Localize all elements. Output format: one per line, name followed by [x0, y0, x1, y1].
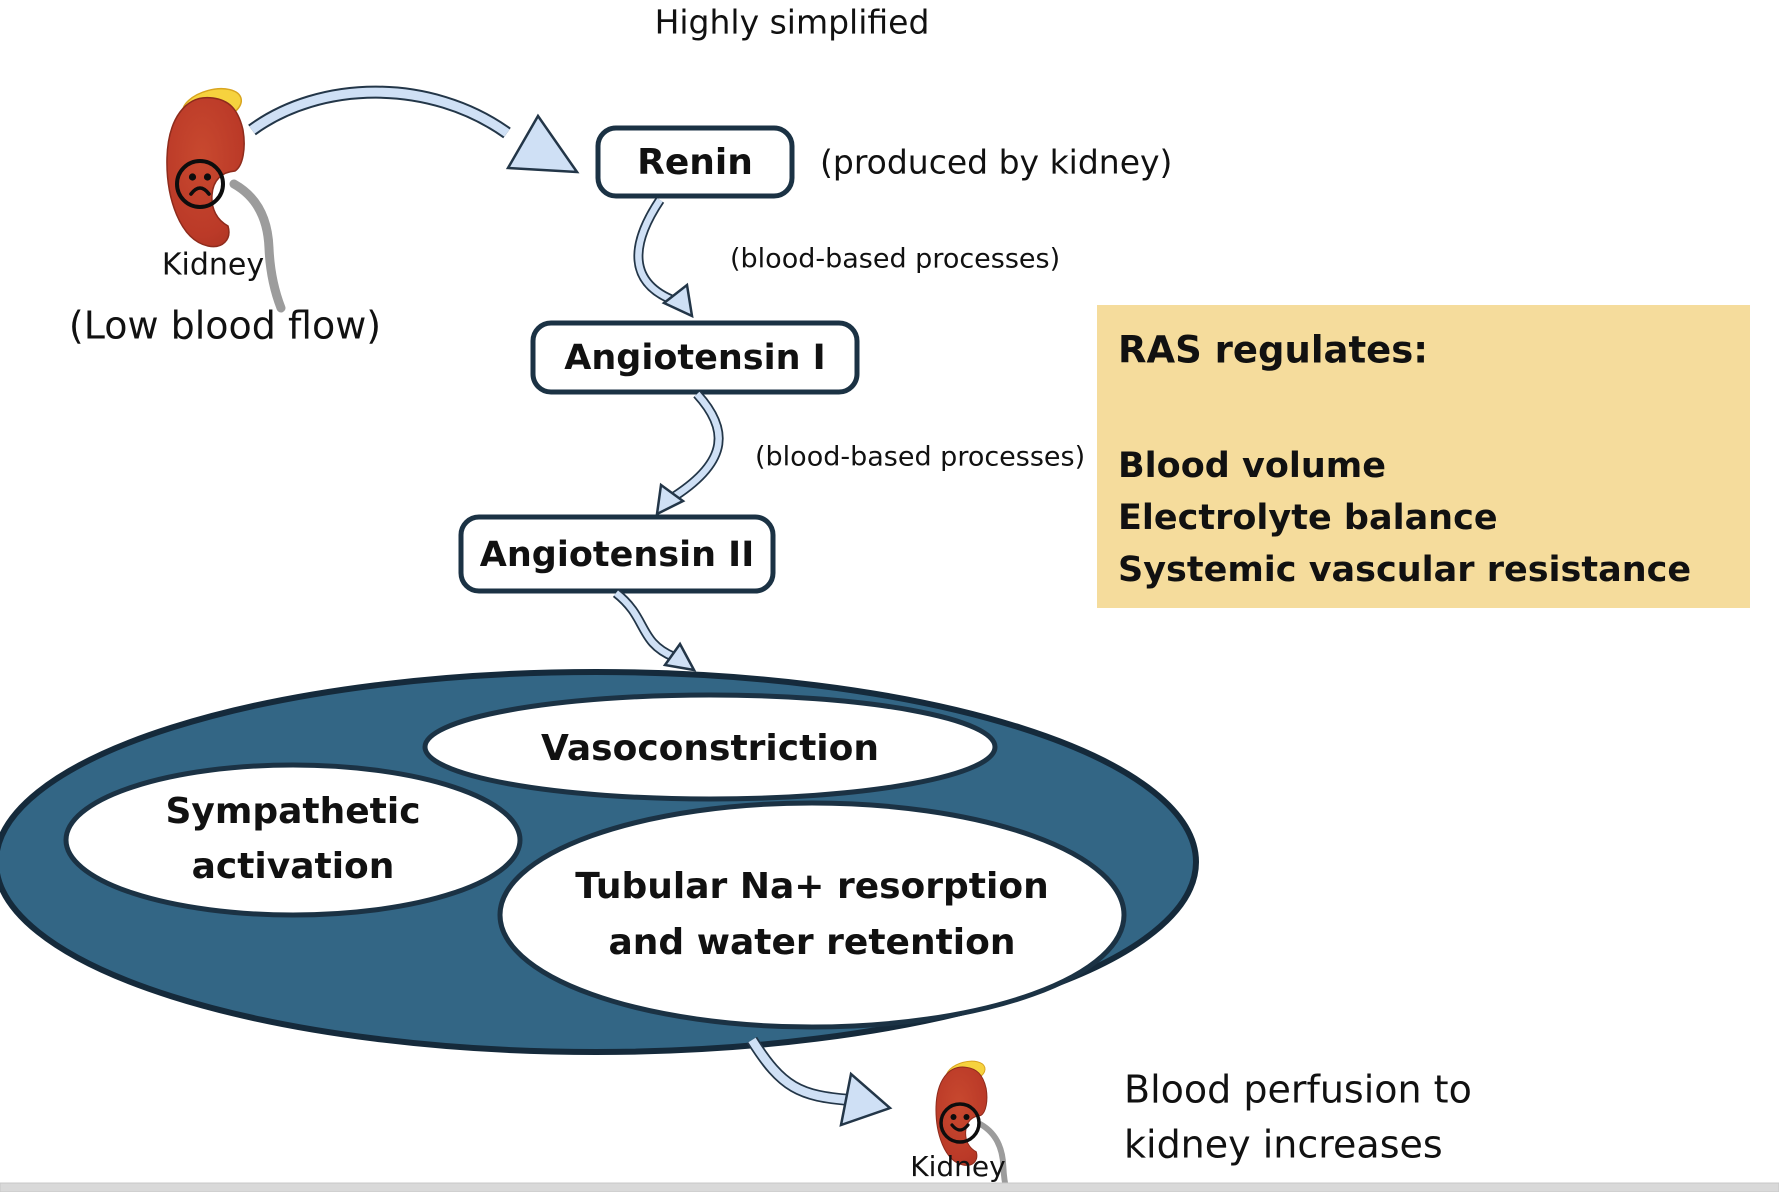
- arrow-ang2-to-effects: [612, 589, 697, 672]
- node-renin-label: Renin: [637, 142, 753, 183]
- node-angiotensin-2-label: Angiotensin II: [480, 535, 754, 575]
- kidney-bottom-label: Kidney: [910, 1150, 1005, 1183]
- kidney-top-label: Kidney: [162, 248, 264, 283]
- produced-by-note: (produced by kidney): [820, 143, 1172, 182]
- arrow-effects-to-kidney: [746, 1036, 893, 1127]
- effect-tubular-ellipse: [497, 800, 1127, 1030]
- arrow-kidney-to-renin: [248, 85, 580, 174]
- low-blood-flow-note: (Low blood flow): [69, 304, 381, 348]
- effect-vasoconstriction-label: Vasoconstriction: [541, 728, 879, 769]
- node-angiotensin-2: Angiotensin II: [458, 514, 776, 594]
- effect-sympathetic-label-line2: activation: [192, 846, 395, 887]
- blood-based-note-2: (blood-based processes): [755, 442, 1085, 473]
- arrow-renin-to-ang1: [633, 197, 694, 319]
- effect-tubular-label-line1: Tubular Na+ resorption: [575, 866, 1048, 907]
- kidney-sad-icon: [167, 83, 281, 308]
- effect-vasoconstriction-ellipse: [422, 692, 998, 802]
- perfusion-note-line2: kidney increases: [1124, 1123, 1443, 1167]
- page-title: Highly simplified: [655, 3, 930, 42]
- node-angiotensin-1: Angiotensin I: [530, 320, 860, 395]
- effect-sympathetic-ellipse: [63, 762, 523, 918]
- arrow-ang1-to-ang2: [655, 390, 724, 517]
- effects-ellipse-group: Vasoconstriction Sympathetic activation …: [0, 669, 1199, 1055]
- node-angiotensin-1-label: Angiotensin I: [564, 338, 825, 378]
- ras-regulates-panel: RAS regulates: Blood volume Electrolyte …: [1097, 305, 1750, 608]
- effect-sympathetic-label-line1: Sympathetic: [165, 791, 420, 832]
- effect-tubular-label-line2: and water retention: [608, 922, 1015, 963]
- happy-face-icon: [939, 1102, 981, 1144]
- bottom-edge-strip: [0, 1182, 1779, 1192]
- ras-panel-item-blood-volume: Blood volume: [1118, 446, 1386, 486]
- node-renin: Renin: [595, 125, 795, 199]
- ras-panel-title: RAS regulates:: [1118, 329, 1428, 372]
- sad-face-icon: [175, 159, 225, 209]
- ras-panel-item-svr: Systemic vascular resistance: [1118, 550, 1691, 590]
- perfusion-note-line1: Blood perfusion to: [1124, 1068, 1472, 1112]
- ras-panel-item-electrolyte: Electrolyte balance: [1118, 498, 1498, 538]
- blood-based-note-1: (blood-based processes): [730, 244, 1060, 275]
- kidney-happy-icon: [936, 1057, 1011, 1192]
